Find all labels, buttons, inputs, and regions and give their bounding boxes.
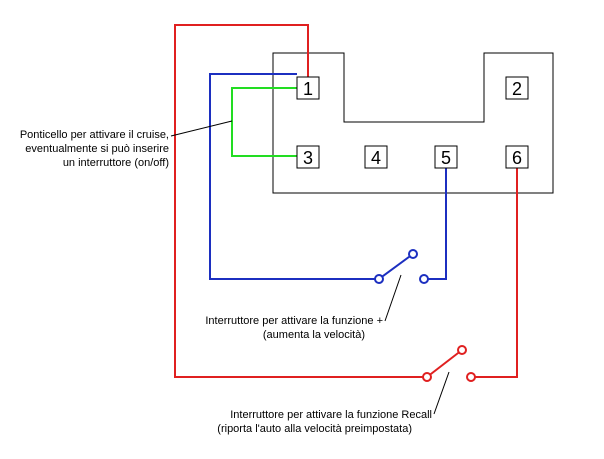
plus-switch-lever: [378, 253, 414, 280]
recall-switch-annotation: Interruttore per attivare la funzione Re…: [217, 409, 432, 435]
pin-4-label: 4: [371, 148, 381, 168]
pin-2: 2: [505, 76, 529, 100]
jumper-annotation: Ponticello per attivare il cruise, event…: [20, 129, 169, 169]
plus-switch-annotation: Interruttore per attivare la funzione + …: [205, 315, 383, 341]
plus-switch-note-line-1: Interruttore per attivare la funzione +: [205, 315, 383, 327]
pin-1: 1: [296, 76, 320, 100]
jumper-note-line-1: Ponticello per attivare il cruise,: [20, 129, 169, 141]
jumper-note-line-2: eventualmente si può inserire: [25, 143, 169, 155]
plus-switch-leader-line: [384, 274, 402, 322]
pin-3: 3: [296, 145, 320, 169]
blue-wire-pin1: [209, 73, 378, 280]
recall-switch-note-line-2: (riporta l'auto alla velocità preimposta…: [217, 423, 412, 435]
pin-3-label: 3: [303, 148, 313, 168]
pin-6: 6: [505, 145, 529, 169]
recall-switch-lever: [426, 349, 463, 378]
pin-5-label: 5: [441, 148, 451, 168]
recall-switch-note-line-1: Interruttore per attivare la funzione Re…: [230, 409, 432, 421]
plus-switch-contact-right: [419, 274, 429, 284]
recall-switch-contact-left: [422, 372, 432, 382]
pin-4: 4: [364, 145, 388, 169]
jumper-note-line-3: un interruttore (on/off): [63, 157, 169, 169]
connector-housing: [272, 52, 554, 194]
green-jumper-wire: [231, 87, 297, 157]
recall-switch-leader-line: [433, 371, 450, 415]
red-wire-pin6: [471, 168, 518, 378]
pin-6-label: 6: [512, 148, 522, 168]
jumper-leader-line: [170, 120, 233, 137]
red-wire-pin1: [174, 24, 427, 378]
plus-switch-contact-top: [408, 249, 418, 259]
plus-switch-note-line-2: (aumenta la velocità): [263, 329, 365, 341]
pin-2-label: 2: [512, 79, 522, 99]
recall-switch-contact-top: [457, 345, 467, 355]
blue-wire-pin5: [428, 168, 447, 280]
pin-1-label: 1: [303, 79, 313, 99]
pin-5: 5: [434, 145, 458, 169]
plus-switch-contact-left: [374, 274, 384, 284]
recall-switch-contact-right: [466, 372, 476, 382]
